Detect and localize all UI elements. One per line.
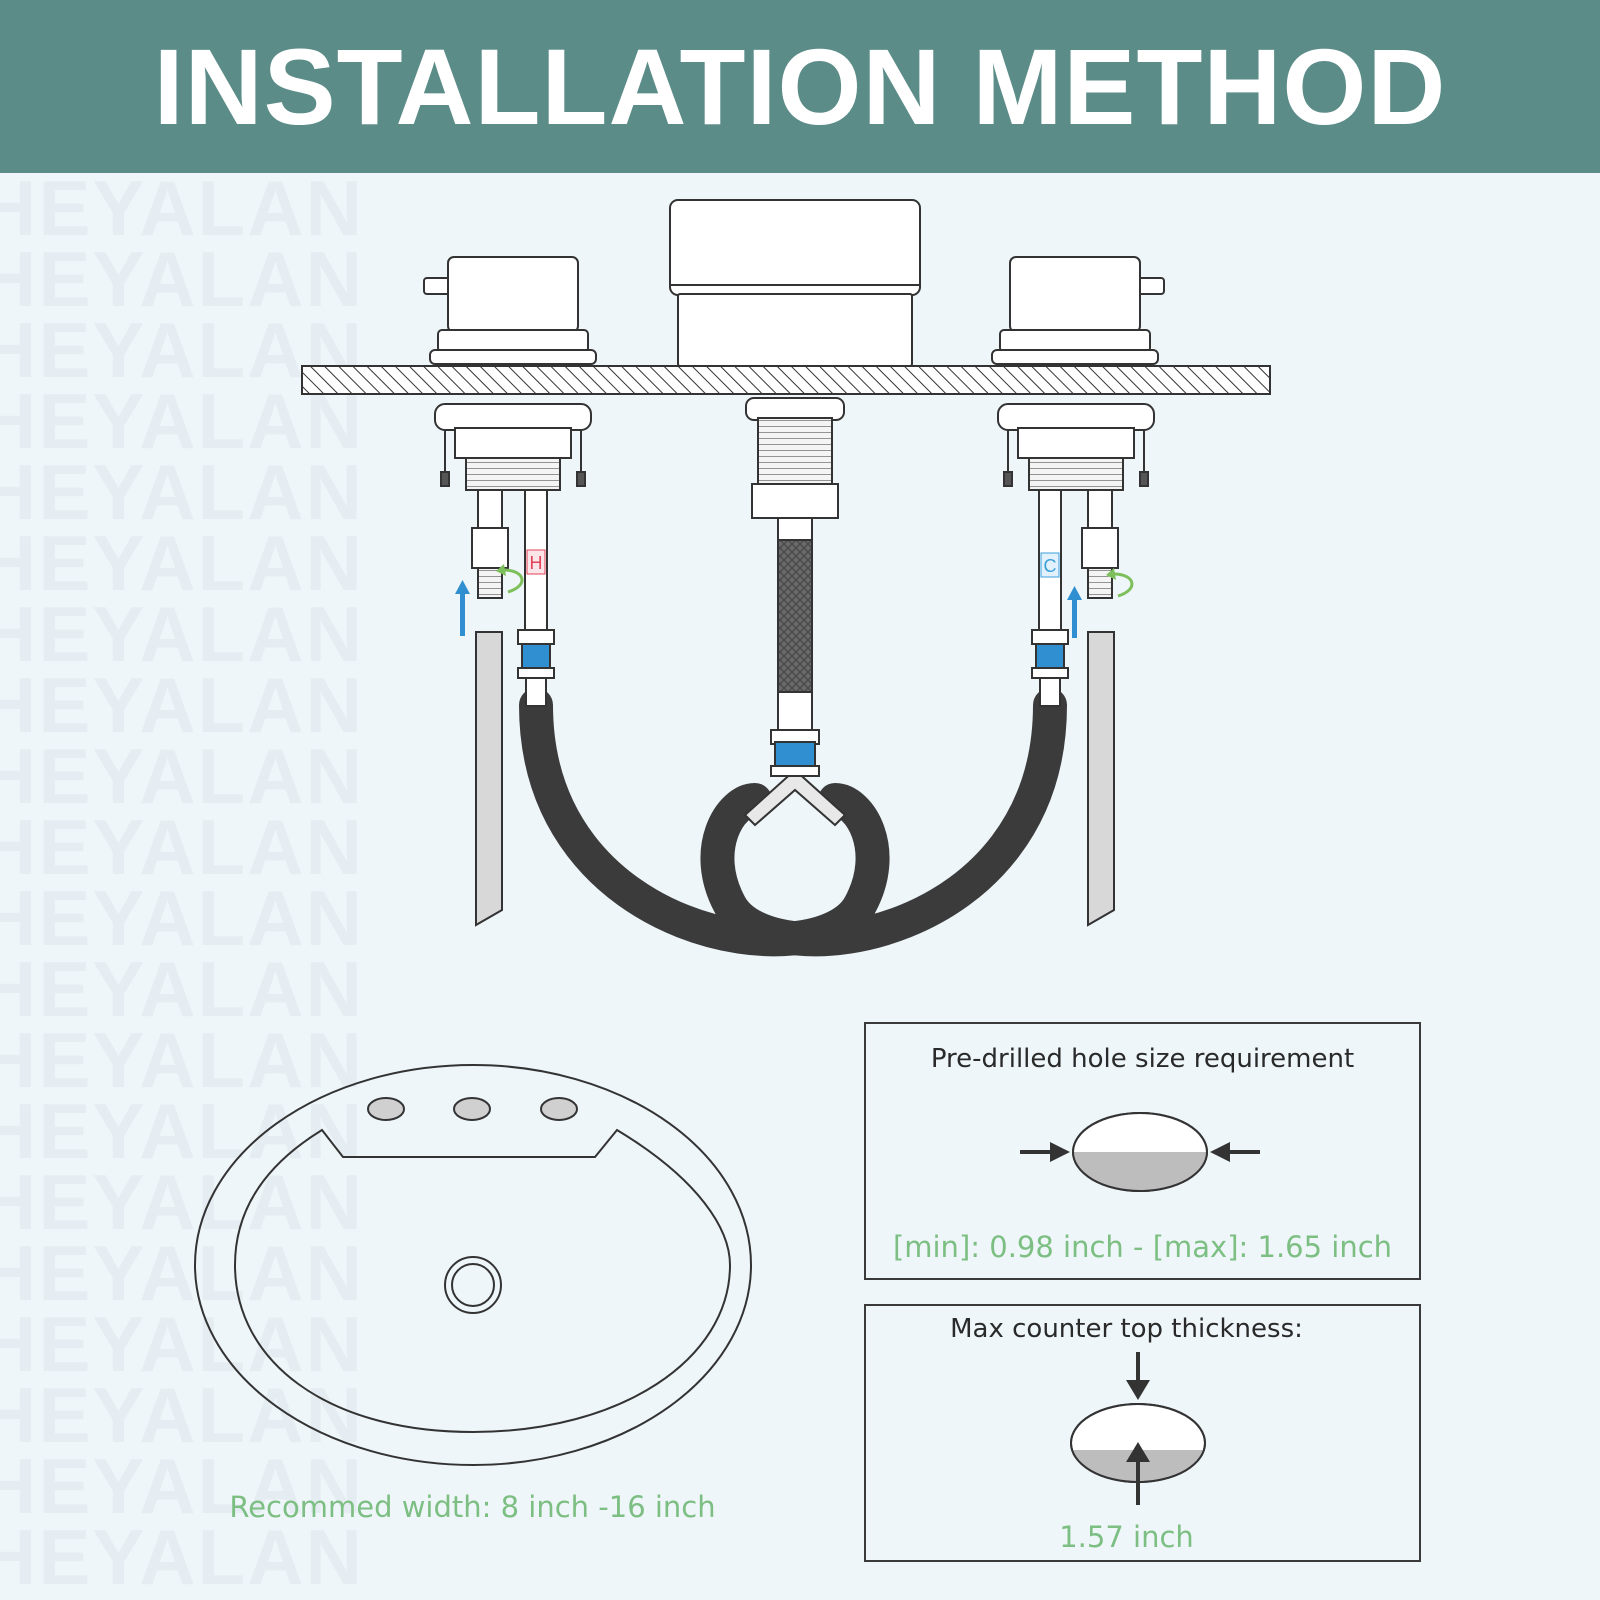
right-up-arrow-icon — [1067, 586, 1082, 638]
y-splitter — [743, 729, 847, 827]
header-banner: INSTALLATION METHOD — [0, 0, 1600, 173]
cold-label-tag: C — [1040, 552, 1060, 578]
left-rotate-arrow-icon — [503, 568, 524, 594]
left-valve-body — [434, 403, 592, 927]
thickness-down-arrow-icon — [1126, 1352, 1150, 1400]
hole-size-box: Pre-drilled hole size requirement [min]:… — [864, 1022, 1421, 1280]
countertop-slab — [301, 365, 1271, 395]
left-handle — [423, 256, 597, 365]
thickness-title: Max counter top thickness: — [950, 1314, 1303, 1344]
thickness-box: Max counter top thickness: 1.57 inch — [864, 1304, 1421, 1562]
hole-size-title: Pre-drilled hole size requirement — [930, 1044, 1355, 1074]
left-up-arrow-icon — [455, 580, 470, 636]
thickness-up-arrow-icon — [1126, 1442, 1150, 1505]
sink-faucet-hole-center — [453, 1097, 491, 1121]
thickness-value: 1.57 inch — [1059, 1520, 1194, 1554]
hot-label-tag: H — [526, 549, 546, 575]
hole-right-arrow-icon — [1210, 1142, 1260, 1162]
cold-label: C — [1044, 556, 1057, 576]
hole-size-range: [min]: 0.98 inch - [max]: 1.65 inch — [892, 1230, 1393, 1264]
flexible-hoses — [519, 688, 1067, 957]
page-title: INSTALLATION METHOD — [153, 25, 1447, 147]
sink-top-view — [194, 1064, 752, 1466]
hot-label: H — [530, 553, 543, 573]
sink-faucet-hole-left — [367, 1097, 405, 1121]
sink-faucet-hole-right — [540, 1097, 578, 1121]
right-handle — [991, 256, 1165, 365]
center-shank — [745, 397, 845, 731]
sink-width-note: Recommed width: 8 inch -16 inch — [229, 1490, 716, 1524]
cold-connector — [1031, 629, 1069, 707]
center-spout — [669, 199, 921, 367]
hole-left-arrow-icon — [1020, 1142, 1070, 1162]
right-rotate-arrow-icon — [1113, 572, 1134, 598]
sink-drain — [444, 1256, 502, 1314]
hole-size-graphic — [1072, 1112, 1208, 1192]
right-valve-body — [997, 403, 1155, 927]
hot-connector — [517, 629, 555, 707]
